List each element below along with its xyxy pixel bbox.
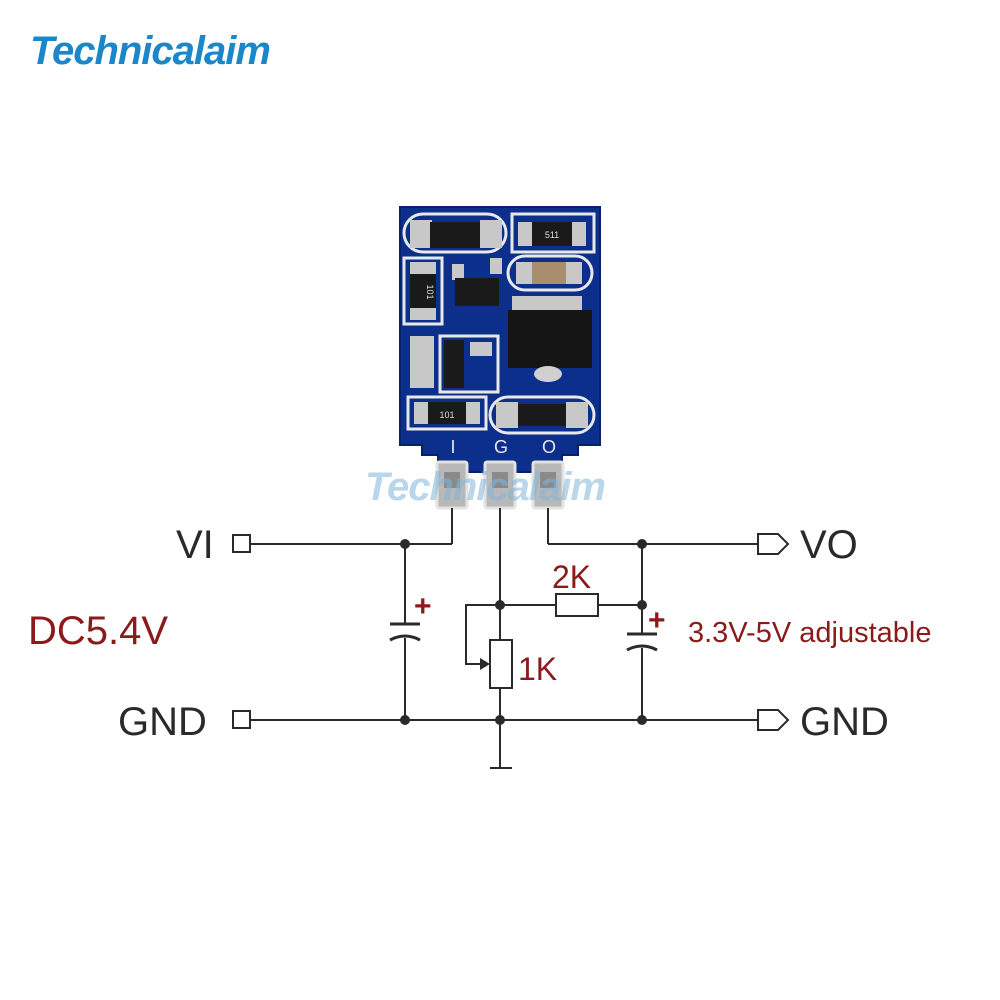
input-cap-plus: + <box>414 590 432 623</box>
potentiometer-1k-symbol <box>489 639 513 689</box>
pcb-module: 511 101 101 I G O <box>399 206 601 510</box>
schematic-wiring <box>250 508 758 769</box>
vi-label: VI <box>176 523 214 567</box>
pin-label-i: I <box>450 437 455 457</box>
junction-dots <box>400 539 647 725</box>
input-voltage-label: DC5.4V <box>28 609 168 653</box>
input-terminal-icon <box>232 534 251 553</box>
watermark: Technicalaim <box>365 465 605 509</box>
vo-label: VO <box>800 523 858 567</box>
resistor-code-101-a: 101 <box>425 284 435 299</box>
pin-label-g: G <box>494 437 508 457</box>
input-gnd-label: GND <box>118 700 207 744</box>
output-cap-plus: + <box>648 604 666 637</box>
wiper-arrow-icon <box>480 658 490 670</box>
resistor-2k-symbol <box>555 593 599 617</box>
input-gnd-terminal-icon <box>232 710 251 729</box>
potentiometer-1k-label: 1K <box>518 651 557 687</box>
output-gnd-label: GND <box>800 700 889 744</box>
output-range-label: 3.3V-5V adjustable <box>688 617 931 649</box>
brand-logo: Technicalaim <box>30 29 270 73</box>
output-terminal-icon <box>757 533 790 555</box>
resistor-code-511: 511 <box>545 230 559 240</box>
pin-label-o: O <box>542 437 556 457</box>
resistor-2k-label: 2K <box>552 559 591 595</box>
output-gnd-terminal-icon <box>757 709 790 731</box>
resistor-code-101-b: 101 <box>439 410 454 420</box>
